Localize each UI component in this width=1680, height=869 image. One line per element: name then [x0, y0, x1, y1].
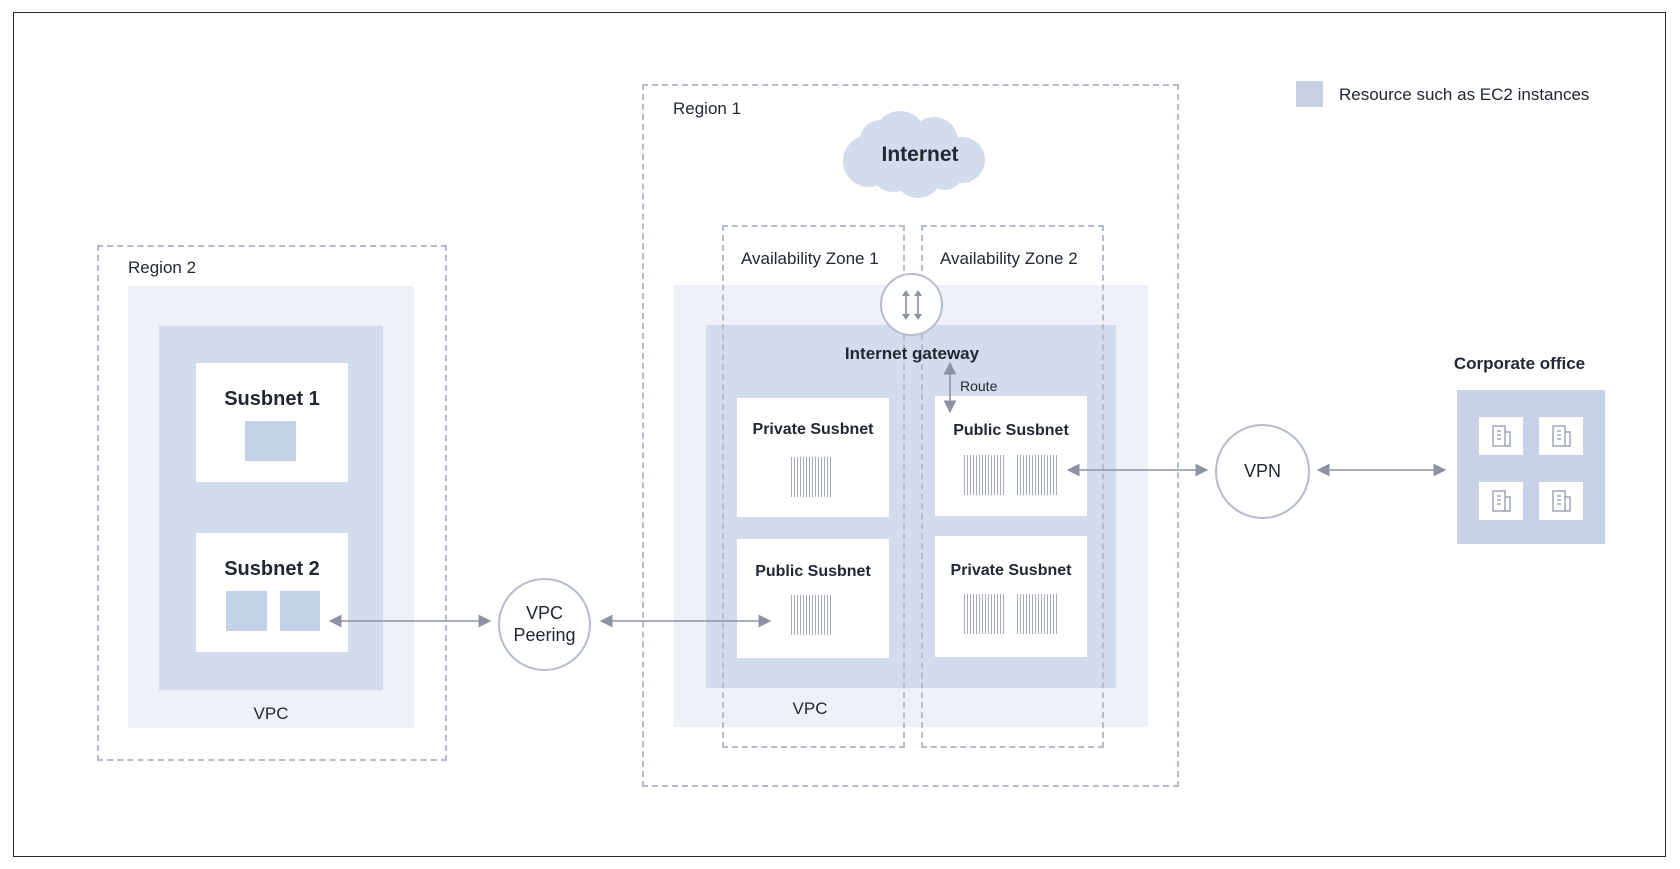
vpc-peering-node: VPC Peering — [498, 578, 591, 671]
building-icon — [1479, 417, 1523, 455]
legend-label: Resource such as EC2 instances — [1339, 85, 1590, 104]
subnet-2-resource-2 — [280, 591, 320, 631]
internet-gateway-icon — [880, 273, 943, 336]
az2-public-subnet-label: Public Susbnet — [953, 422, 1069, 439]
region-2-label: Region 2 — [128, 258, 197, 277]
az1-public-subnet-label: Public Susbnet — [755, 563, 871, 580]
az2-private-subnet-label: Private Susbnet — [950, 562, 1072, 579]
region-2-vpc-label: VPC — [253, 704, 289, 723]
az2-public-resource-1 — [964, 455, 1005, 495]
legend-swatch — [1296, 81, 1323, 107]
az1-public-resource — [791, 595, 832, 635]
availability-zone-2 — [921, 225, 1104, 748]
subnet-1-resource — [245, 421, 296, 461]
region-2 — [97, 245, 447, 761]
subnet-2-resource-1 — [226, 591, 267, 631]
az-1-label: Availability Zone 1 — [741, 249, 879, 268]
vpn-label: VPN — [1243, 460, 1281, 481]
az2-public-resource-2 — [1017, 455, 1058, 495]
az2-public-subnet — [935, 396, 1087, 516]
corporate-office-box — [1457, 390, 1605, 544]
availability-zone-1 — [722, 225, 905, 748]
region-1 — [642, 84, 1179, 787]
route-label: Route — [960, 378, 998, 394]
region-2-subnet-2 — [196, 533, 348, 652]
subnet-1-label: Susbnet 1 — [224, 388, 320, 410]
internet-gateway-label: Internet gateway — [844, 344, 980, 363]
internet-label: Internet — [881, 143, 959, 166]
building-icon — [1539, 417, 1583, 455]
az1-private-subnet-label: Private Susbnet — [752, 421, 874, 438]
az-2-label: Availability Zone 2 — [940, 249, 1078, 268]
subnet-2-label: Susbnet 2 — [224, 558, 320, 580]
building-icon — [1539, 482, 1583, 520]
region-1-vpc-label: VPC — [792, 699, 828, 718]
gateway-arrows-icon — [901, 289, 922, 320]
az2-private-resource-2 — [1017, 594, 1058, 634]
diagram-frame — [13, 12, 1666, 857]
corporate-office-label: Corporate office — [1453, 354, 1586, 373]
building-icon — [1479, 482, 1523, 520]
region-1-label: Region 1 — [673, 99, 742, 118]
az2-private-resource-1 — [964, 594, 1005, 634]
az2-private-subnet — [935, 536, 1087, 657]
az1-private-resource — [791, 457, 832, 497]
vpc-peering-line-1: VPC — [525, 602, 563, 623]
vpn-node: VPN — [1215, 424, 1310, 519]
vpc-peering-line-2: Peering — [513, 624, 576, 645]
